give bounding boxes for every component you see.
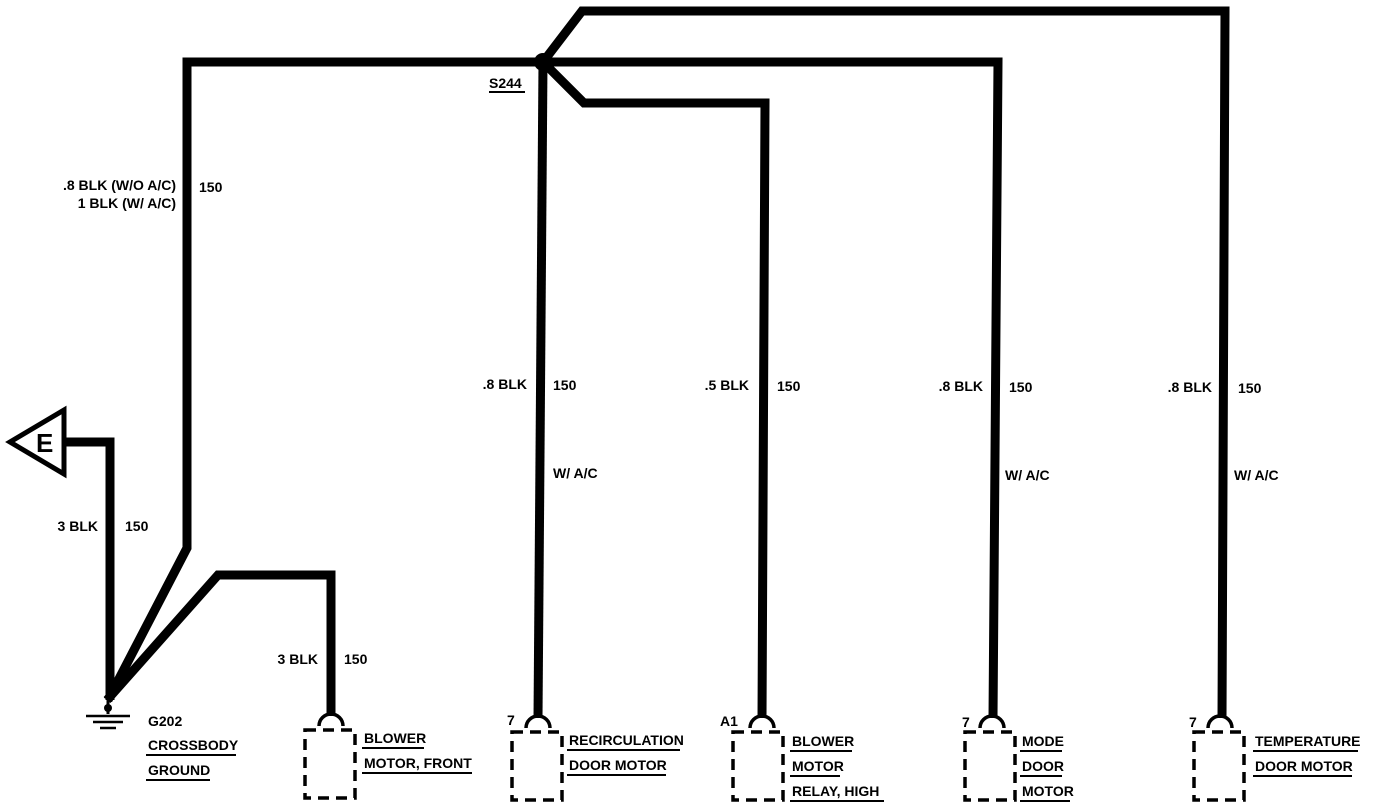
component-box bbox=[1192, 730, 1246, 802]
component-box bbox=[963, 730, 1017, 802]
wire-mode-door bbox=[543, 57, 1003, 719]
temperature-circuit: 150 bbox=[1238, 380, 1262, 396]
blower-relay-line1: BLOWER bbox=[792, 733, 854, 749]
component-mode-door-motor: 7 MODE DOOR MOTOR bbox=[962, 714, 1074, 802]
ground-line1: CROSSBODY bbox=[148, 737, 239, 753]
recirc-gauge: .8 BLK bbox=[483, 376, 527, 392]
mode-line3: MOTOR bbox=[1022, 783, 1074, 799]
component-temperature-door-motor: 7 TEMPERATURE DOOR MOTOR bbox=[1189, 714, 1361, 802]
blower-front-line1: BLOWER bbox=[364, 730, 426, 746]
mode-line2: DOOR bbox=[1022, 758, 1064, 774]
main-left-circuit: 150 bbox=[199, 179, 223, 195]
blower-relay-gauge: .5 BLK bbox=[705, 377, 749, 393]
blower-front-line2: MOTOR, FRONT bbox=[364, 755, 472, 771]
splice-dot bbox=[534, 53, 552, 71]
pin-icon bbox=[978, 714, 1006, 729]
ground-id: G202 bbox=[148, 713, 182, 729]
ground-icon bbox=[86, 700, 130, 730]
component-box bbox=[510, 730, 564, 802]
component-box bbox=[731, 730, 785, 802]
mode-line1: MODE bbox=[1022, 733, 1064, 749]
blower-relay-line3: RELAY, HIGH bbox=[792, 783, 879, 799]
blower-relay-line2: MOTOR bbox=[792, 758, 844, 774]
to-e-circuit: 150 bbox=[125, 518, 149, 534]
recirc-line2: DOOR MOTOR bbox=[569, 757, 667, 773]
wire-recirc-door bbox=[533, 61, 548, 719]
wire-blower-relay bbox=[539, 58, 770, 719]
component-box bbox=[303, 728, 357, 800]
wire-blower-front bbox=[103, 570, 336, 716]
component-blower-motor-relay-high: A1 BLOWER MOTOR RELAY, HIGH bbox=[720, 713, 884, 802]
mode-gauge: .8 BLK bbox=[939, 378, 983, 394]
recirc-circuit: 150 bbox=[553, 377, 577, 393]
connector-e-icon: E bbox=[5, 405, 67, 479]
component-blower-motor-front: BLOWER MOTOR, FRONT bbox=[303, 712, 472, 800]
recirc-line1: RECIRCULATION bbox=[569, 732, 684, 748]
blower-relay-pin: A1 bbox=[720, 713, 738, 729]
blower-front-circuit: 150 bbox=[344, 651, 368, 667]
recirc-option: W/ A/C bbox=[553, 465, 598, 481]
pin-icon bbox=[1206, 714, 1234, 729]
ground-line2: GROUND bbox=[148, 762, 210, 778]
recirc-pin: 7 bbox=[507, 712, 515, 728]
wire-to-connector-e bbox=[60, 437, 115, 700]
to-e-gauge: 3 BLK bbox=[58, 518, 98, 534]
blower-relay-circuit: 150 bbox=[777, 378, 801, 394]
mode-option: W/ A/C bbox=[1005, 467, 1050, 483]
wire-temperature-door bbox=[539, 6, 1230, 719]
main-left-gauge-2: 1 BLK (W/ A/C) bbox=[78, 195, 176, 211]
component-recirculation-door-motor: 7 RECIRCULATION DOOR MOTOR bbox=[507, 712, 684, 802]
temperature-option: W/ A/C bbox=[1234, 467, 1279, 483]
temperature-line2: DOOR MOTOR bbox=[1255, 758, 1353, 774]
temperature-pin: 7 bbox=[1189, 714, 1197, 730]
pin-icon bbox=[748, 714, 776, 729]
temperature-gauge: .8 BLK bbox=[1168, 379, 1212, 395]
temperature-line1: TEMPERATURE bbox=[1255, 733, 1361, 749]
pin-icon bbox=[317, 712, 345, 727]
pin-icon bbox=[524, 714, 552, 729]
wire-main-left bbox=[104, 57, 543, 703]
connector-e-label: E bbox=[36, 428, 53, 458]
mode-pin: 7 bbox=[962, 714, 970, 730]
splice-label: S244 bbox=[489, 75, 522, 91]
blower-front-gauge: 3 BLK bbox=[278, 651, 318, 667]
mode-circuit: 150 bbox=[1009, 379, 1033, 395]
main-left-gauge-1: .8 BLK (W/O A/C) bbox=[63, 177, 176, 193]
